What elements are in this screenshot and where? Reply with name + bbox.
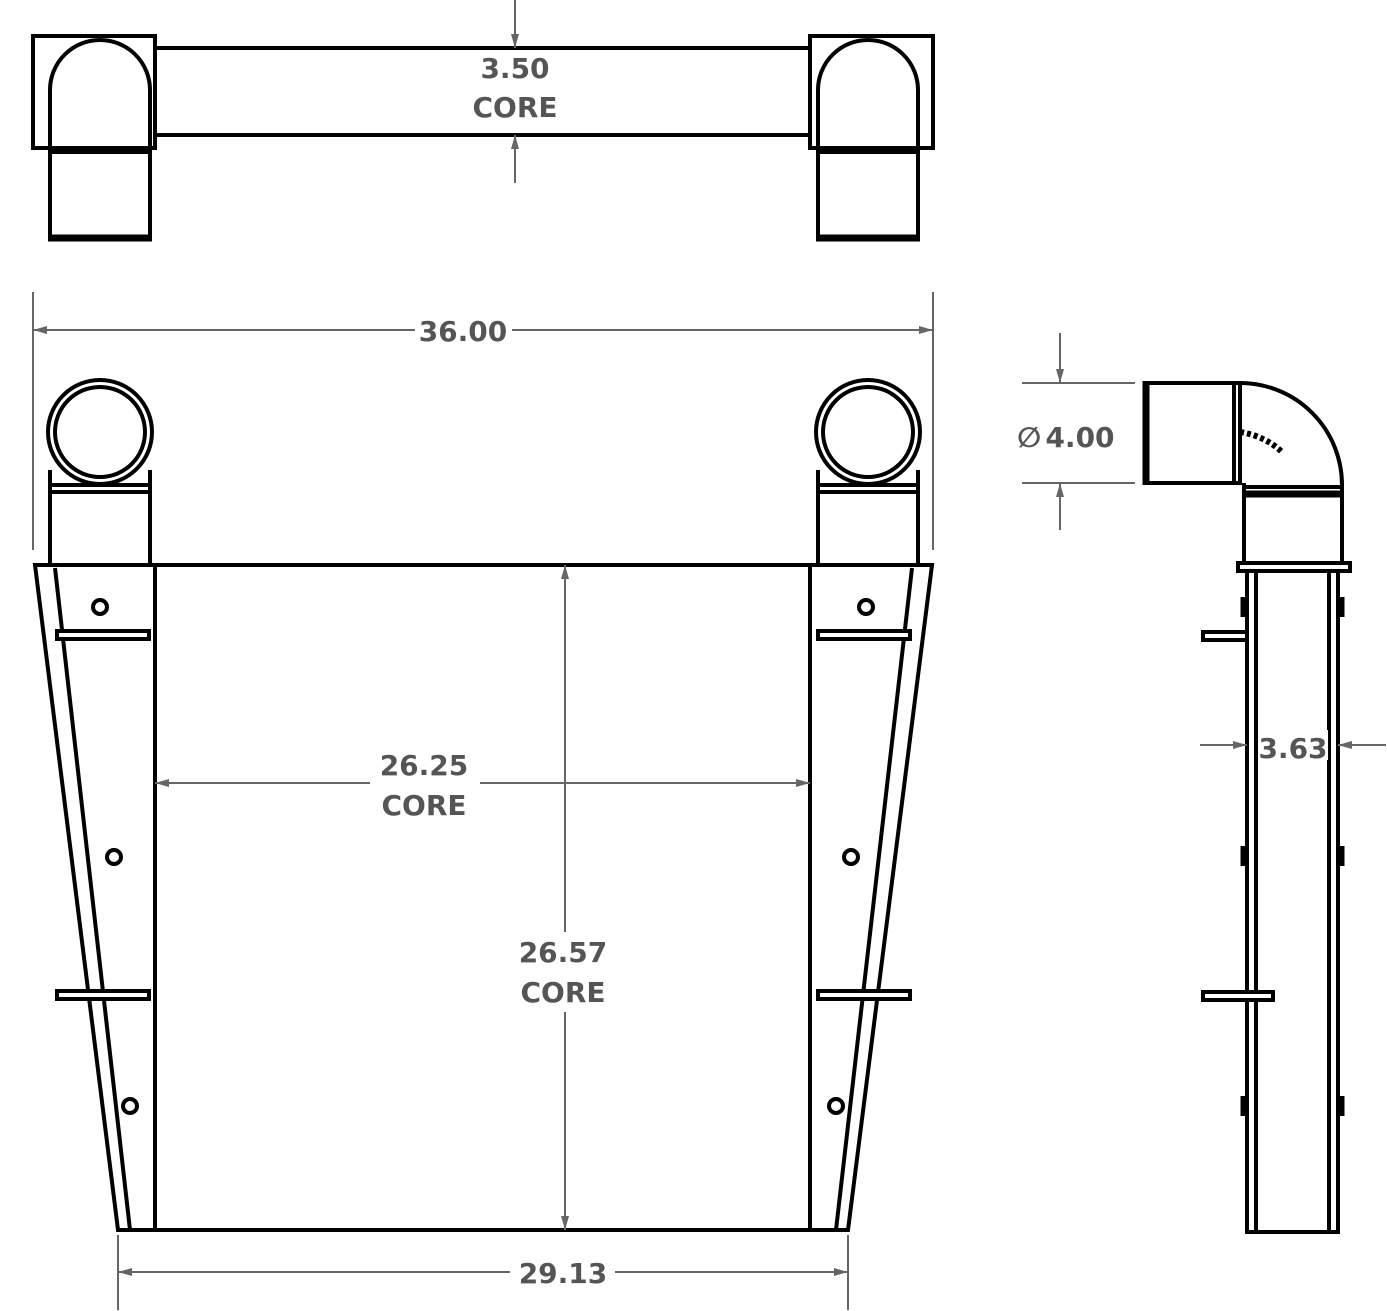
left-tank <box>32 563 157 1232</box>
core-depth-label: CORE <box>472 91 557 124</box>
right-outlet-pipe <box>814 378 922 565</box>
top-left-elbow <box>31 34 157 242</box>
core-height-value: 26.57 <box>519 936 608 969</box>
front-view: 36.00 <box>32 292 935 1310</box>
side-view: ∅ 4.00 3.63 <box>1017 333 1386 1234</box>
left-inlet-pipe <box>46 378 154 565</box>
core-width-value: 26.25 <box>380 749 469 782</box>
diameter-symbol: ∅ <box>1017 421 1041 454</box>
core-height-label: CORE <box>520 976 605 1009</box>
core-width-label: CORE <box>381 789 466 822</box>
core-depth-value: 3.50 <box>480 52 549 85</box>
side-depth-value: 3.63 <box>1258 732 1327 765</box>
top-right-elbow <box>808 34 935 242</box>
overall-width-value: 36.00 <box>419 315 508 348</box>
core <box>153 563 812 1232</box>
elbow-pipe <box>1142 381 1344 563</box>
top-view: 3.50 CORE <box>31 0 935 242</box>
pipe-diameter-value: 4.00 <box>1045 421 1114 454</box>
bottom-width-value: 29.13 <box>519 1257 608 1290</box>
side-tank <box>1201 569 1345 1234</box>
right-tank <box>808 563 935 1232</box>
